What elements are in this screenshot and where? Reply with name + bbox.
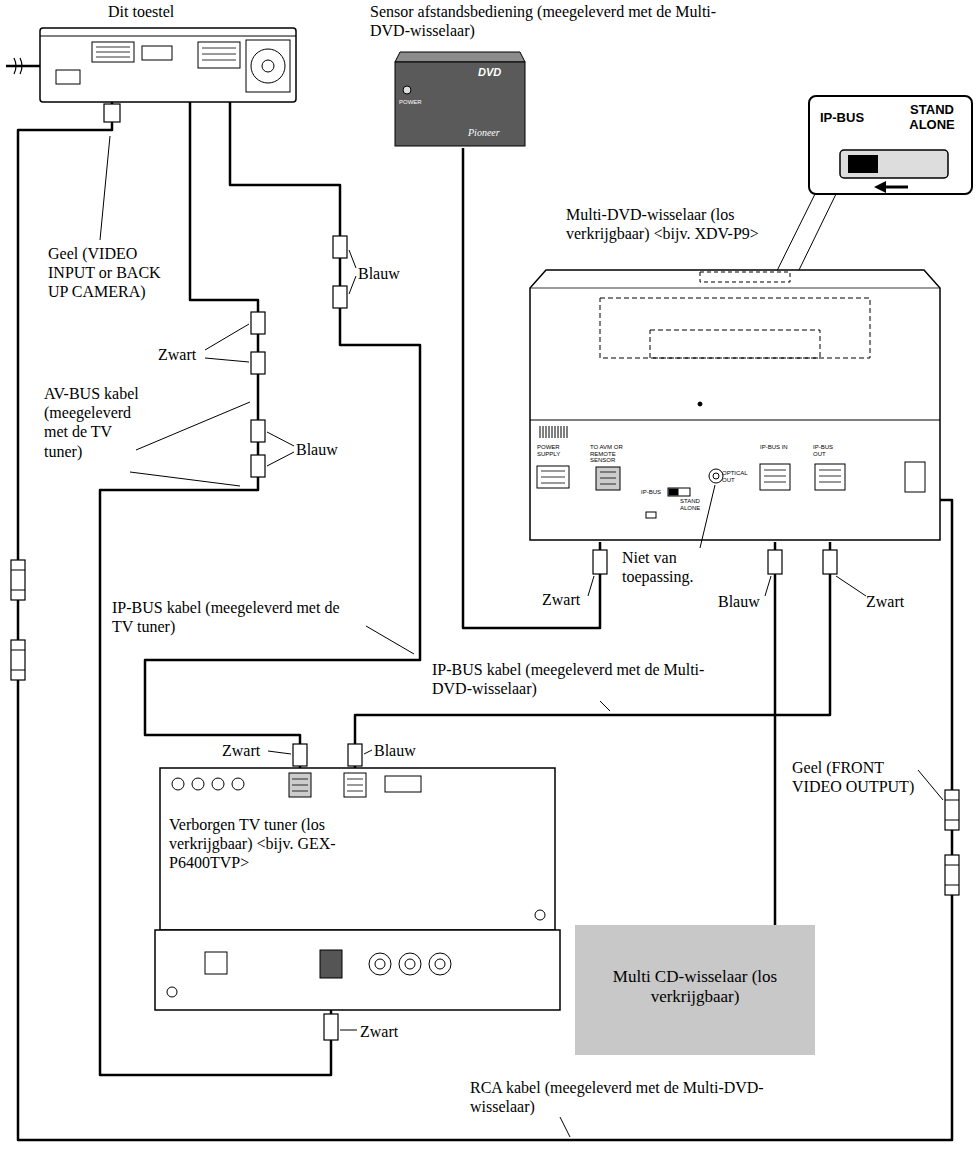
device-label: Verborgen TV tuner (los verkrijgbaar) <b… — [165, 813, 361, 875]
device-box: Verborgen TV tuner (los verkrijgbaar) <b… — [155, 768, 560, 1010]
device-box: Dit toestel — [38, 2, 298, 102]
device-label: IP-BUS — [820, 111, 864, 126]
callout-label: Niet van toepassing. — [622, 548, 702, 586]
callout-label: POWER SUPPLY — [537, 444, 573, 457]
callout-label: Blauw — [296, 440, 338, 459]
remote-sensor-drawing — [395, 52, 525, 146]
device-label: Multi CD-wisselaar (los verkrijgbaar) — [595, 967, 795, 1008]
leader-lines — [100, 136, 943, 1137]
head-unit-drawing — [6, 28, 296, 102]
device-box: IP-BUS STAND ALONE — [808, 95, 973, 195]
device-label: Sensor afstandsbediening (meegeleverd me… — [370, 2, 732, 40]
callout-label: Geel (FRONT VIDEO OUTPUT) — [792, 758, 920, 796]
callout-label: Geel (VIDEO INPUT or BACK UP CAMERA) — [48, 244, 170, 302]
device-box: Multi CD-wisselaar (los verkrijgbaar) — [575, 925, 815, 1055]
cable — [774, 542, 777, 925]
callout-label: Zwart — [542, 590, 580, 609]
callout-label: Blauw — [718, 592, 760, 611]
callout-label: Zwart — [866, 592, 904, 611]
cable — [355, 542, 830, 768]
callout-label: STAND ALONE — [680, 498, 702, 511]
callout-label: IP-BUS — [641, 489, 661, 496]
callout-label: Pioneer — [468, 127, 500, 138]
callout-label: POWER — [399, 99, 422, 106]
callout-label: RCA kabel (meegeleverd met de Multi-DVD-… — [470, 1078, 770, 1116]
dvd-changer-drawing — [530, 270, 940, 540]
callout-label: IP-BUS kabel (meegeleverd met de TV tune… — [112, 598, 362, 636]
callout-label: IP-BUS IN — [760, 444, 790, 451]
device-box: Sensor afstandsbediening (meegeleverd me… — [368, 2, 740, 148]
tv-tuner-drawing — [155, 768, 560, 1010]
callout-label: IP-BUS OUT — [813, 444, 847, 457]
callout-label: Zwart — [158, 345, 196, 364]
callout-label: TO AVM OR REMOTE SENSOR — [590, 444, 638, 464]
device-box: Multi-DVD-wisselaar (los verkrijgbaar) <… — [528, 205, 940, 542]
device-label: STAND ALONE — [900, 103, 964, 133]
callout-label: Blauw — [374, 741, 416, 760]
callout-label: Blauw — [358, 264, 400, 283]
callout-label: Zwart — [360, 1022, 398, 1041]
callout-label: DVD — [478, 66, 501, 78]
callout-label: IP-BUS kabel (meegeleverd met de Multi-D… — [432, 660, 732, 698]
cable — [145, 102, 420, 768]
device-label: Multi-DVD-wisselaar (los verkrijgbaar) <… — [566, 205, 766, 243]
callout-label: AV-BUS kabel (meegeleverd met de TV tune… — [44, 384, 140, 461]
device-label: Dit toestel — [108, 2, 174, 21]
callout-label: Zwart — [222, 741, 260, 760]
cable-plugs — [11, 104, 959, 1040]
cable — [18, 102, 952, 1140]
callout-label: OPTICAL OUT — [722, 470, 752, 483]
